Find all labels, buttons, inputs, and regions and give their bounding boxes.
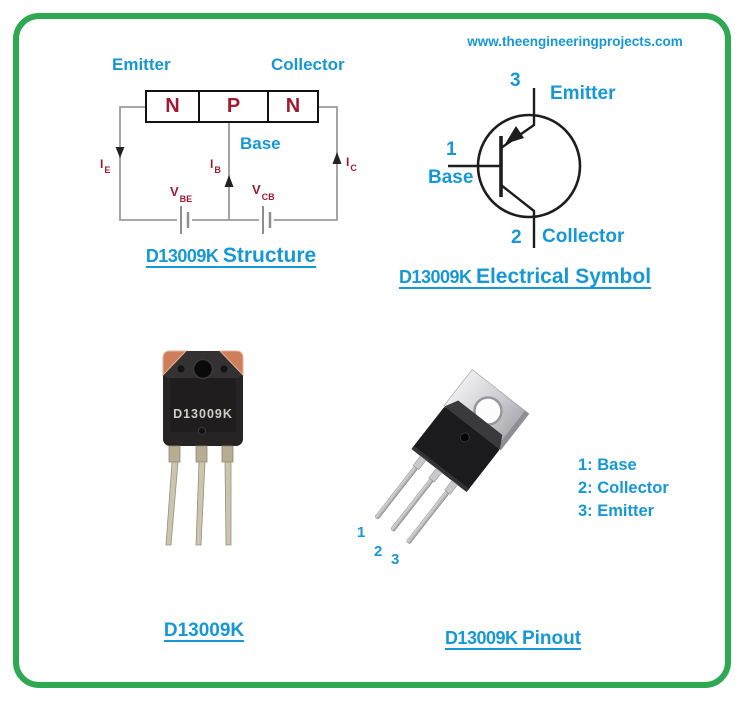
symbol-base-label: Base [428,167,474,188]
site-url: www.theengineeringprojects.com [467,34,683,49]
pinout-leg1-number: 1 [357,524,366,541]
green-border-frame [13,13,731,688]
pinout-leg2-number: 2 [374,543,383,560]
region-p-label: P [226,95,241,117]
current-ib-label: IB [210,157,221,176]
symbol-pin3-number: 3 [510,70,521,91]
structure-title: D13009K Structure [145,244,317,267]
legend-line-base: 1: Base [578,456,637,474]
structure-collector-label: Collector [271,55,345,74]
component-caption: D13009K [163,620,245,641]
symbol-pin1-number: 1 [446,139,457,160]
legend-line-collector: 2: Collector [578,479,669,497]
pinout-legend: 1: Base 2: Collector 3: Emitter [578,454,669,523]
region-n1-label: N [165,95,180,117]
package-marking: D13009K [173,407,233,421]
structure-emitter-label: Emitter [112,55,171,74]
structure-base-label: Base [240,134,281,153]
symbol-pin2-number: 2 [511,227,522,248]
voltage-vbe-label: VBE [170,184,193,204]
region-n2-label: N [285,95,301,117]
current-ic-label: IC [346,155,357,174]
legend-line-emitter: 3: Emitter [578,502,655,520]
symbol-title: D13009K Electrical Symbol [398,265,652,288]
pinout-title: D13009K Pinout [444,628,582,649]
symbol-collector-label: Collector [542,226,625,247]
symbol-emitter-label: Emitter [550,83,616,104]
voltage-vcb-label: VCB [252,182,275,202]
current-ie-label: IE [100,157,111,176]
pinout-leg3-number: 3 [391,551,400,568]
